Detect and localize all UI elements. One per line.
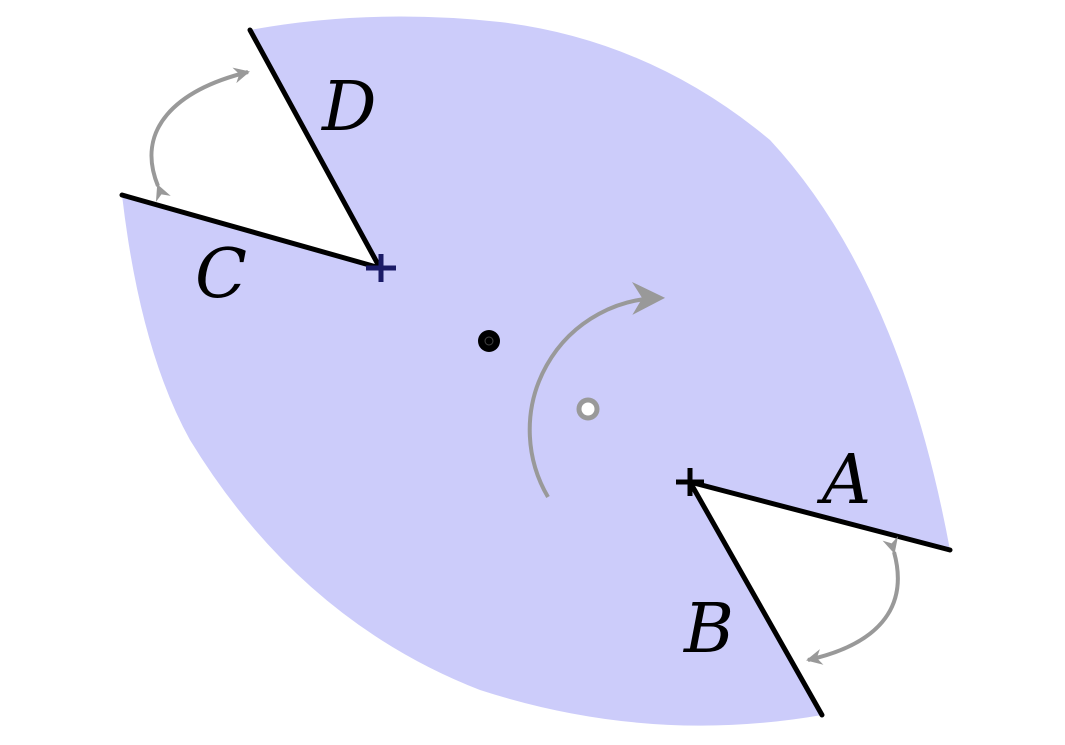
identification-arrow-ab xyxy=(806,536,900,665)
edge-c xyxy=(119,192,383,271)
edge-d xyxy=(247,27,383,271)
identification-arrow-cd xyxy=(149,67,250,202)
rotation-arrow xyxy=(527,281,666,499)
label-b: B xyxy=(682,590,734,669)
label-a: A xyxy=(816,441,871,520)
vertex-marker-upper-left xyxy=(366,254,396,282)
vertex-marker-lower-right xyxy=(676,468,704,496)
center-point-inner xyxy=(484,336,494,346)
edge-a xyxy=(687,479,953,553)
label-d: D xyxy=(320,68,377,147)
label-c: C xyxy=(195,235,247,314)
lens-region xyxy=(122,16,950,726)
edge-b xyxy=(687,479,825,718)
secondary-point xyxy=(576,397,600,421)
